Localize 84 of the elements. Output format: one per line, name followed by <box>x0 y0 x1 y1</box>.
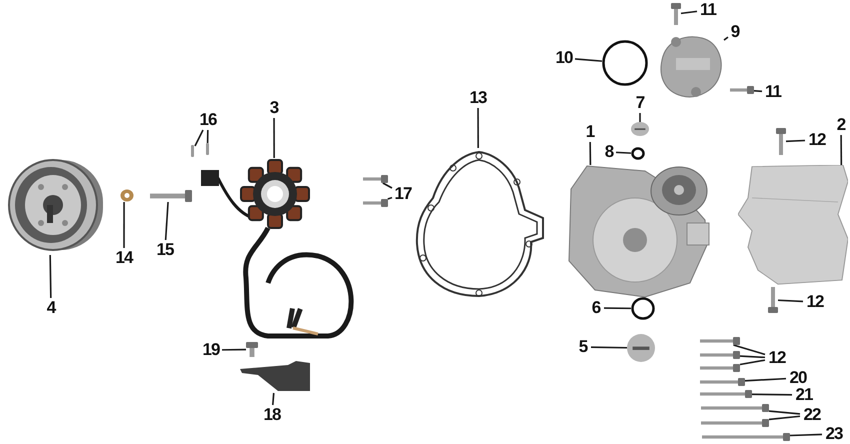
leader-line <box>768 410 800 415</box>
bolt-drawing <box>776 128 786 155</box>
callout-number: 3 <box>266 98 282 118</box>
bolt-drawing <box>700 337 740 345</box>
callout-number: 23 <box>822 425 846 443</box>
screw-drawing <box>363 199 388 207</box>
leader-line <box>768 415 800 420</box>
gasket-drawing <box>413 148 546 300</box>
callout-number: 17 <box>392 184 414 204</box>
callout-number: 6 <box>588 298 604 318</box>
leader-line <box>740 359 766 366</box>
cover-drawing <box>738 165 848 285</box>
callout-number: 2 <box>834 115 848 135</box>
callout-number: 4 <box>42 298 60 318</box>
screw-drawing <box>363 175 388 183</box>
leader-line <box>744 378 786 382</box>
leader-line <box>194 130 204 146</box>
leader-line <box>49 254 52 298</box>
leader-line <box>589 142 592 166</box>
pin-drawing <box>205 143 210 155</box>
leader-line <box>477 108 479 148</box>
leader-line <box>778 299 804 302</box>
bolt-drawing <box>150 190 192 202</box>
leader-line <box>724 36 728 41</box>
leader-line <box>754 90 762 92</box>
leader-line <box>273 118 275 158</box>
leader-line <box>123 202 125 248</box>
leader-line <box>616 152 632 154</box>
leader-line <box>164 202 169 240</box>
callout-number: 19 <box>200 340 222 360</box>
leader-line <box>272 392 275 406</box>
bolt-drawing <box>700 390 752 398</box>
callout-number: 12 <box>765 348 789 368</box>
leader-line <box>740 355 766 358</box>
bracket-drawing <box>238 361 312 393</box>
o-ring-drawing <box>631 147 645 160</box>
bolt-drawing <box>730 86 754 94</box>
callout-number: 22 <box>800 405 824 425</box>
callout-number: 15 <box>154 240 176 260</box>
callout-number: 21 <box>792 385 816 405</box>
callout-number: 14 <box>113 248 135 268</box>
o-ring-drawing <box>631 297 655 320</box>
leader-line <box>680 10 698 14</box>
bolt-drawing <box>671 3 681 25</box>
o-ring-drawing <box>602 40 648 86</box>
leader-line <box>639 113 641 122</box>
leader-line <box>387 196 392 200</box>
washer-drawing <box>120 189 134 202</box>
bolt-drawing <box>700 378 745 386</box>
callout-number: 8 <box>602 142 616 162</box>
callout-number: 20 <box>786 368 810 388</box>
pin-drawing <box>190 145 195 157</box>
bolt-drawing <box>701 404 769 412</box>
bolt-drawing <box>702 433 790 441</box>
callout-number: 9 <box>728 22 742 42</box>
leader-line <box>786 140 806 142</box>
plug-drawing <box>627 334 655 362</box>
bolt-drawing <box>700 364 740 372</box>
callout-number: 5 <box>575 337 591 357</box>
callout-number: 12 <box>805 130 829 150</box>
leader-line <box>222 348 246 351</box>
callout-number: 7 <box>632 93 648 113</box>
callout-number: 11 <box>762 82 784 102</box>
callout-number: 18 <box>261 405 283 425</box>
leader-line <box>752 394 792 396</box>
screw-drawing <box>246 342 258 357</box>
bolt-drawing <box>701 419 769 427</box>
callout-number: 11 <box>697 0 719 20</box>
leader-line <box>840 135 842 165</box>
bolt-drawing <box>700 351 740 359</box>
plug-drawing <box>631 122 649 136</box>
leader-line <box>382 182 392 189</box>
callout-number: 10 <box>553 48 575 68</box>
callout-number: 13 <box>467 88 489 108</box>
callout-number: 12 <box>803 292 827 312</box>
callout-number: 1 <box>583 122 597 142</box>
leader-line <box>790 434 822 436</box>
callout-number: 16 <box>197 110 219 130</box>
leader-line <box>733 344 766 356</box>
leader-line <box>574 58 602 62</box>
bolt-drawing <box>768 287 778 313</box>
leader-line <box>206 130 209 144</box>
leader-line <box>604 307 631 310</box>
leader-line <box>590 346 628 349</box>
